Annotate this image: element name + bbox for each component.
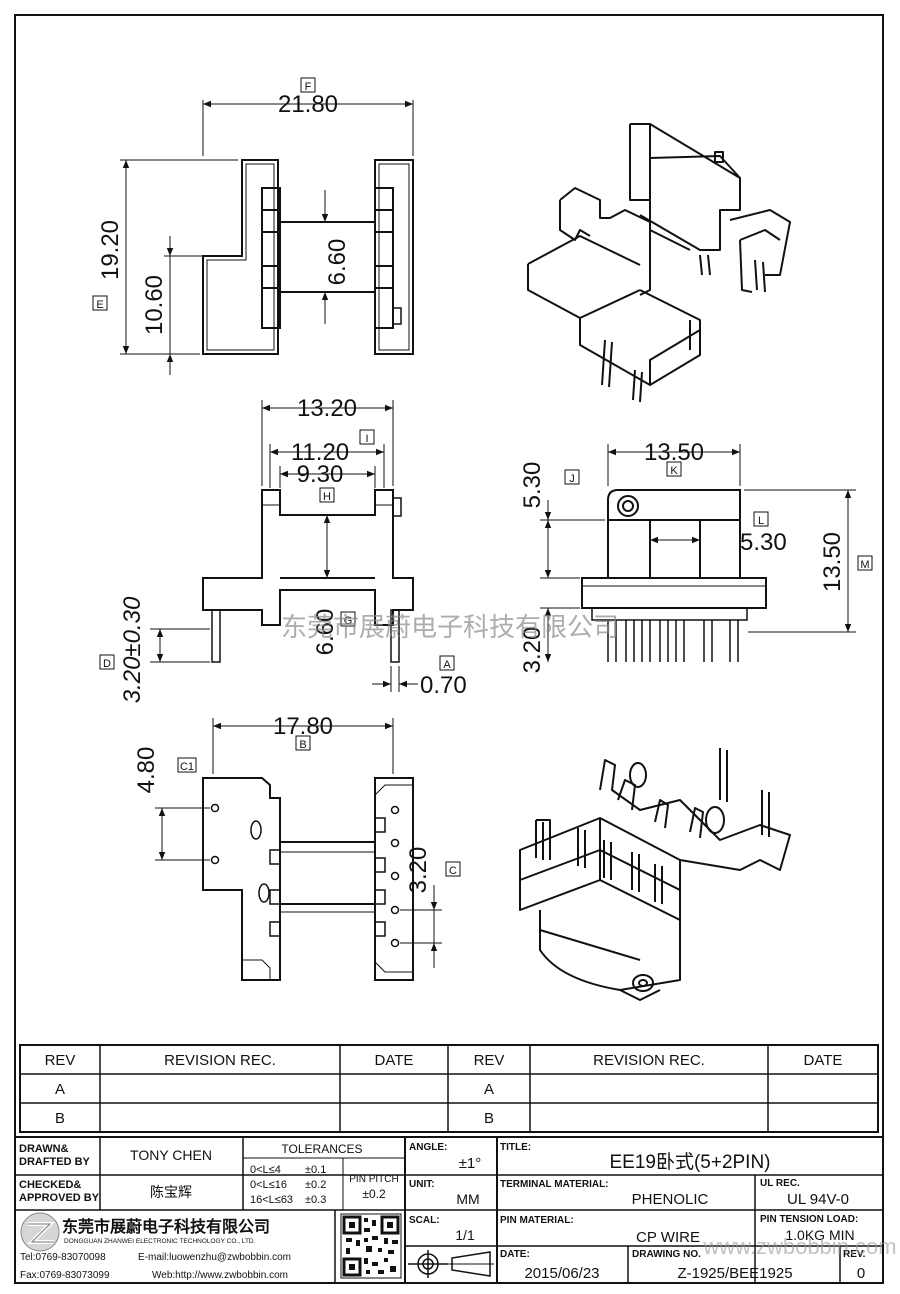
company-tel: Tel:0769-83070098 <box>20 1252 106 1263</box>
dim-4-80: 4.80 <box>133 747 160 794</box>
company-logo <box>20 1212 60 1252</box>
rev-value: 0 <box>857 1265 865 1282</box>
dim-6-60-front: 6.60 <box>312 609 339 656</box>
tag-l: L <box>758 515 764 527</box>
dim-0-70: 0.70 <box>420 672 467 699</box>
tag-e: E <box>96 299 103 311</box>
dim-19-20: 19.20 <box>97 220 124 280</box>
tol-row-2-value: ±0.2 <box>305 1179 326 1191</box>
title-label: TITLE: <box>500 1142 531 1153</box>
tag-j: J <box>569 473 575 485</box>
company-web: Web:http://www.zwbobbin.com <box>152 1270 288 1281</box>
dim-3-20-side: 3.20 <box>519 627 546 674</box>
tag-c1: C1 <box>180 761 194 773</box>
dim-10-60: 10.60 <box>141 275 168 335</box>
terminal-material-label: TERMINAL MATERIAL: <box>500 1179 609 1190</box>
qr-code <box>340 1213 402 1279</box>
revision-rec-header-2: REVISION REC. <box>593 1052 705 1069</box>
tag-h: H <box>323 491 331 503</box>
checked-label: CHECKED&APPROVED BY <box>19 1179 100 1204</box>
watermark-url: www.zwbobbin.com <box>702 1234 896 1259</box>
drawing-no-value: Z-1925/BEE1925 <box>677 1265 792 1282</box>
dim-13-20: 13.20 <box>297 395 357 422</box>
dim-21-80: 21.80 <box>278 91 338 118</box>
revision-rec-header-1: REVISION REC. <box>164 1052 276 1069</box>
tol-row-1-value: ±0.1 <box>305 1164 326 1176</box>
dim-6-60-top: 6.60 <box>324 239 351 286</box>
dim-5-30-core: 5.30 <box>740 529 787 556</box>
tag-i: I <box>365 433 368 445</box>
date-label: DATE: <box>500 1249 530 1260</box>
unit-label: UNIT: <box>409 1179 435 1190</box>
tol-row-3-value: ±0.3 <box>305 1194 326 1206</box>
dim-3-20-bottom: 3.20 <box>405 847 432 894</box>
rev-header-1: REV <box>45 1052 76 1069</box>
date-value: 2015/06/23 <box>524 1265 599 1282</box>
drawn-value: TONY CHEN <box>130 1147 212 1163</box>
tol-row-2-range: 0<L≤16 <box>250 1179 287 1191</box>
drawn-label: DRAWN&DRAFTED BY <box>19 1143 91 1168</box>
dim-5-30-top: 5.30 <box>519 462 546 509</box>
company-email: E-mail:luowenzhu@zwbobbin.com <box>138 1252 291 1263</box>
watermark-company: 东莞市展蔚电子科技有限公司 <box>281 612 619 642</box>
title-block <box>14 1136 884 1284</box>
unit-value: MM <box>456 1191 479 1207</box>
tag-a: A <box>443 659 451 671</box>
rev-row-a-1: A <box>55 1081 65 1098</box>
angle-value: ±1° <box>459 1155 482 1172</box>
dim-3-20-tol: 3.20±0.30 <box>119 596 146 703</box>
revision-table <box>19 1044 879 1133</box>
date-header-2: DATE <box>804 1052 843 1069</box>
tag-f: F <box>305 81 312 93</box>
drawing-no-label: DRAWING NO. <box>632 1249 701 1260</box>
scale-label: SCAL: <box>409 1215 440 1226</box>
terminal-material-value: PHENOLIC <box>632 1191 709 1208</box>
date-header-1: DATE <box>375 1052 414 1069</box>
pin-material-value: CP WIRE <box>636 1229 700 1246</box>
tension-label: PIN TENSION LOAD: <box>760 1214 858 1225</box>
front-view <box>150 400 418 692</box>
tension-value: 1.0KG MIN <box>785 1227 854 1243</box>
rev-row-b-2: B <box>484 1110 494 1127</box>
rev-row-b-1: B <box>55 1110 65 1127</box>
rev-header-2: REV <box>474 1052 505 1069</box>
tolerances-label: TOLERANCES <box>281 1142 362 1156</box>
bottom-view <box>155 718 442 981</box>
isometric-view-top <box>527 123 791 403</box>
company-fax: Fax:0769-83073099 <box>20 1270 110 1281</box>
tag-g: G <box>344 615 353 627</box>
rev-row-a-2: A <box>484 1081 494 1098</box>
ul-label: UL REC. <box>760 1178 800 1189</box>
checked-value: 陈宝辉 <box>150 1184 192 1200</box>
tag-c: C <box>449 865 457 877</box>
dim-11-20: 11.20 <box>291 439 349 466</box>
tag-k: K <box>670 465 678 477</box>
dim-13-50-h: 13.50 <box>819 532 846 592</box>
dim-9-30: 9.30 <box>297 461 344 488</box>
company-name-en: DONGGUAN ZHANWEI ELECTRONIC TECHNOLOGY C… <box>64 1238 256 1245</box>
pin-pitch-value: ±0.2 <box>362 1187 386 1201</box>
tag-d: D <box>103 658 111 670</box>
company-name-cn: 东莞市展蔚电子科技有限公司 <box>62 1217 270 1236</box>
pin-pitch-label: PIN PITCH <box>349 1174 398 1185</box>
top-view <box>120 100 414 375</box>
tag-m: M <box>860 559 869 571</box>
projection-symbol <box>408 1250 494 1278</box>
angle-label: ANGLE: <box>409 1142 447 1153</box>
tol-row-3-range: 16<L≤63 <box>250 1194 293 1206</box>
side-view <box>540 444 856 662</box>
scale-value: 1/1 <box>455 1227 475 1243</box>
title-value: EE19卧式(5+2PIN) <box>609 1151 770 1173</box>
ul-value: UL 94V-0 <box>787 1191 849 1208</box>
pin-material-label: PIN MATERIAL: <box>500 1215 574 1226</box>
rev-label: REV. <box>843 1249 866 1260</box>
isometric-view-bottom <box>519 748 791 1001</box>
tol-row-1-range: 0<L≤4 <box>250 1164 281 1176</box>
tag-b: B <box>299 739 306 751</box>
